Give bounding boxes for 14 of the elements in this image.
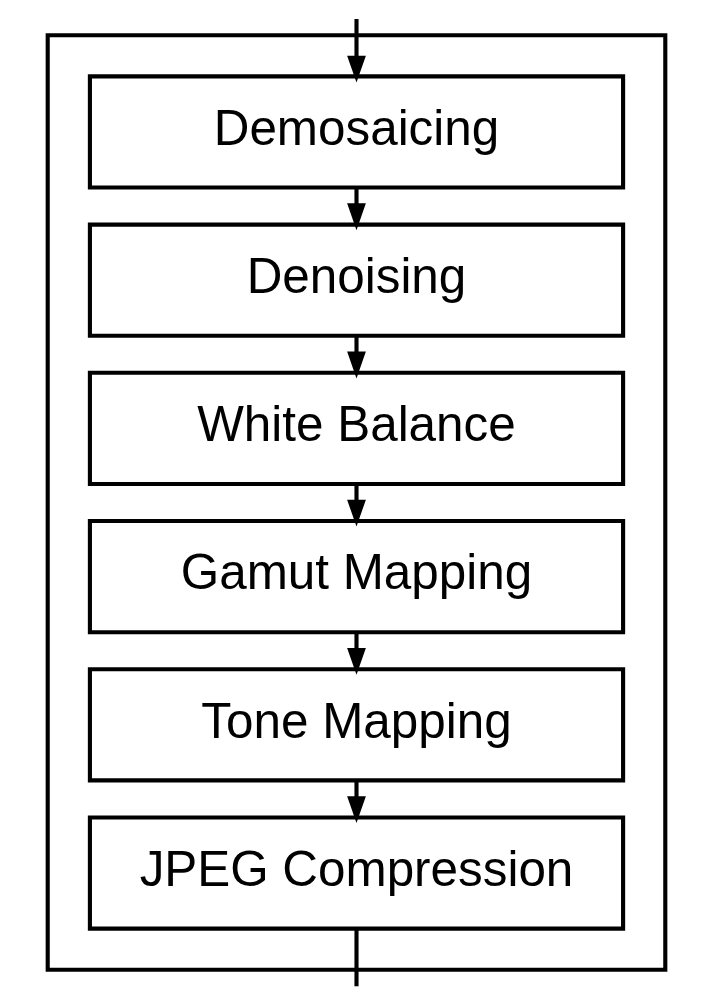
arrow: [346, 187, 366, 230]
connector: [353, 928, 359, 986]
node-box: Denoising: [87, 222, 625, 338]
arrow: [346, 18, 366, 83]
arrow: [346, 335, 366, 378]
node-box: Demosaicing: [87, 73, 625, 190]
node-box: Gamut Mapping: [87, 518, 625, 634]
arrow: [346, 483, 366, 527]
node-box: White Balance: [87, 370, 625, 486]
cluster: [45, 32, 667, 972]
node-box: JPEG Compression: [87, 814, 625, 931]
arrow: [346, 631, 366, 675]
node-box: Tone Mapping: [87, 666, 625, 782]
arrow: [346, 780, 366, 823]
